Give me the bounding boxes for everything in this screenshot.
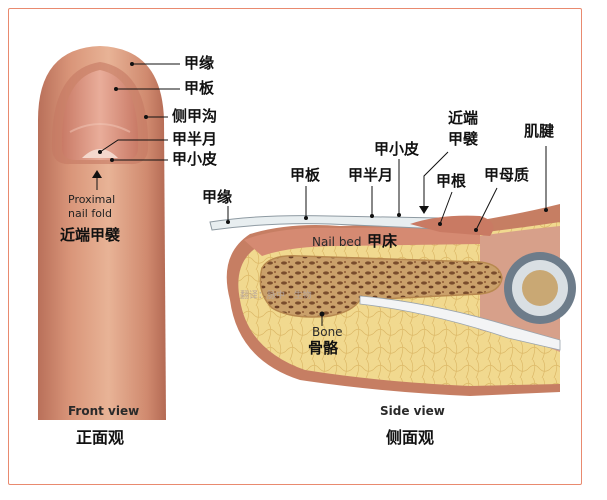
side-label-nail-matrix: 甲母质: [484, 166, 530, 184]
side-proximal-fold: [410, 215, 494, 236]
translation-watermark: 翻译：脉中 · 生物: [240, 291, 312, 301]
front-view-caption-en: Front view: [68, 404, 140, 418]
front-leader-lines: [96, 63, 180, 190]
front-view-caption-zh: 正面观: [76, 428, 125, 447]
front-leader-dots: [92, 62, 148, 178]
side-bone: [259, 255, 503, 318]
side-view-caption-en: Side view: [380, 404, 445, 418]
front-label-lateral-nail-fold: 侧甲沟: [172, 107, 218, 125]
side-label-nail-plate: 甲板: [290, 166, 321, 184]
side-leader-dots: [226, 206, 548, 232]
front-label-lunula: 甲半月: [172, 130, 218, 148]
side-label-cuticle: 甲小皮: [374, 140, 420, 158]
side-label-nail-root: 甲根: [436, 172, 467, 190]
side-label-proximal-fold-line2: 甲襞: [448, 130, 479, 148]
side-nail-bed-zh: 甲床: [367, 232, 398, 250]
side-joint-bone: [504, 252, 576, 324]
front-proximal-fold-en-line1: Proximal: [68, 193, 116, 206]
side-label-nail-margin: 甲缘: [202, 188, 233, 206]
front-nail-plate: [61, 70, 139, 160]
side-label-tendon: 肌腱: [524, 122, 555, 140]
front-label-nail-plate: 甲板: [184, 79, 215, 97]
side-label-proximal-fold-line1: 近端: [448, 109, 479, 127]
side-tendon: [359, 295, 561, 351]
side-label-lunula: 甲半月: [348, 166, 394, 184]
bone-leader-line: [319, 311, 325, 326]
side-bone-zh: 骨骼: [308, 339, 339, 357]
side-view-caption-zh: 侧面观: [386, 428, 435, 447]
side-bone-en: Bone: [312, 325, 343, 339]
diagram-frame: [8, 8, 582, 485]
front-label-nail-margin: 甲缘: [184, 54, 215, 72]
side-leader-lines: [227, 146, 547, 231]
front-proximal-fold-zh: 近端甲襞: [60, 226, 121, 244]
front-proximal-fold-en-line2: nail fold: [68, 207, 112, 220]
front-label-cuticle: 甲小皮: [172, 150, 218, 168]
side-nail-bed-en: Nail bed: [312, 235, 362, 249]
